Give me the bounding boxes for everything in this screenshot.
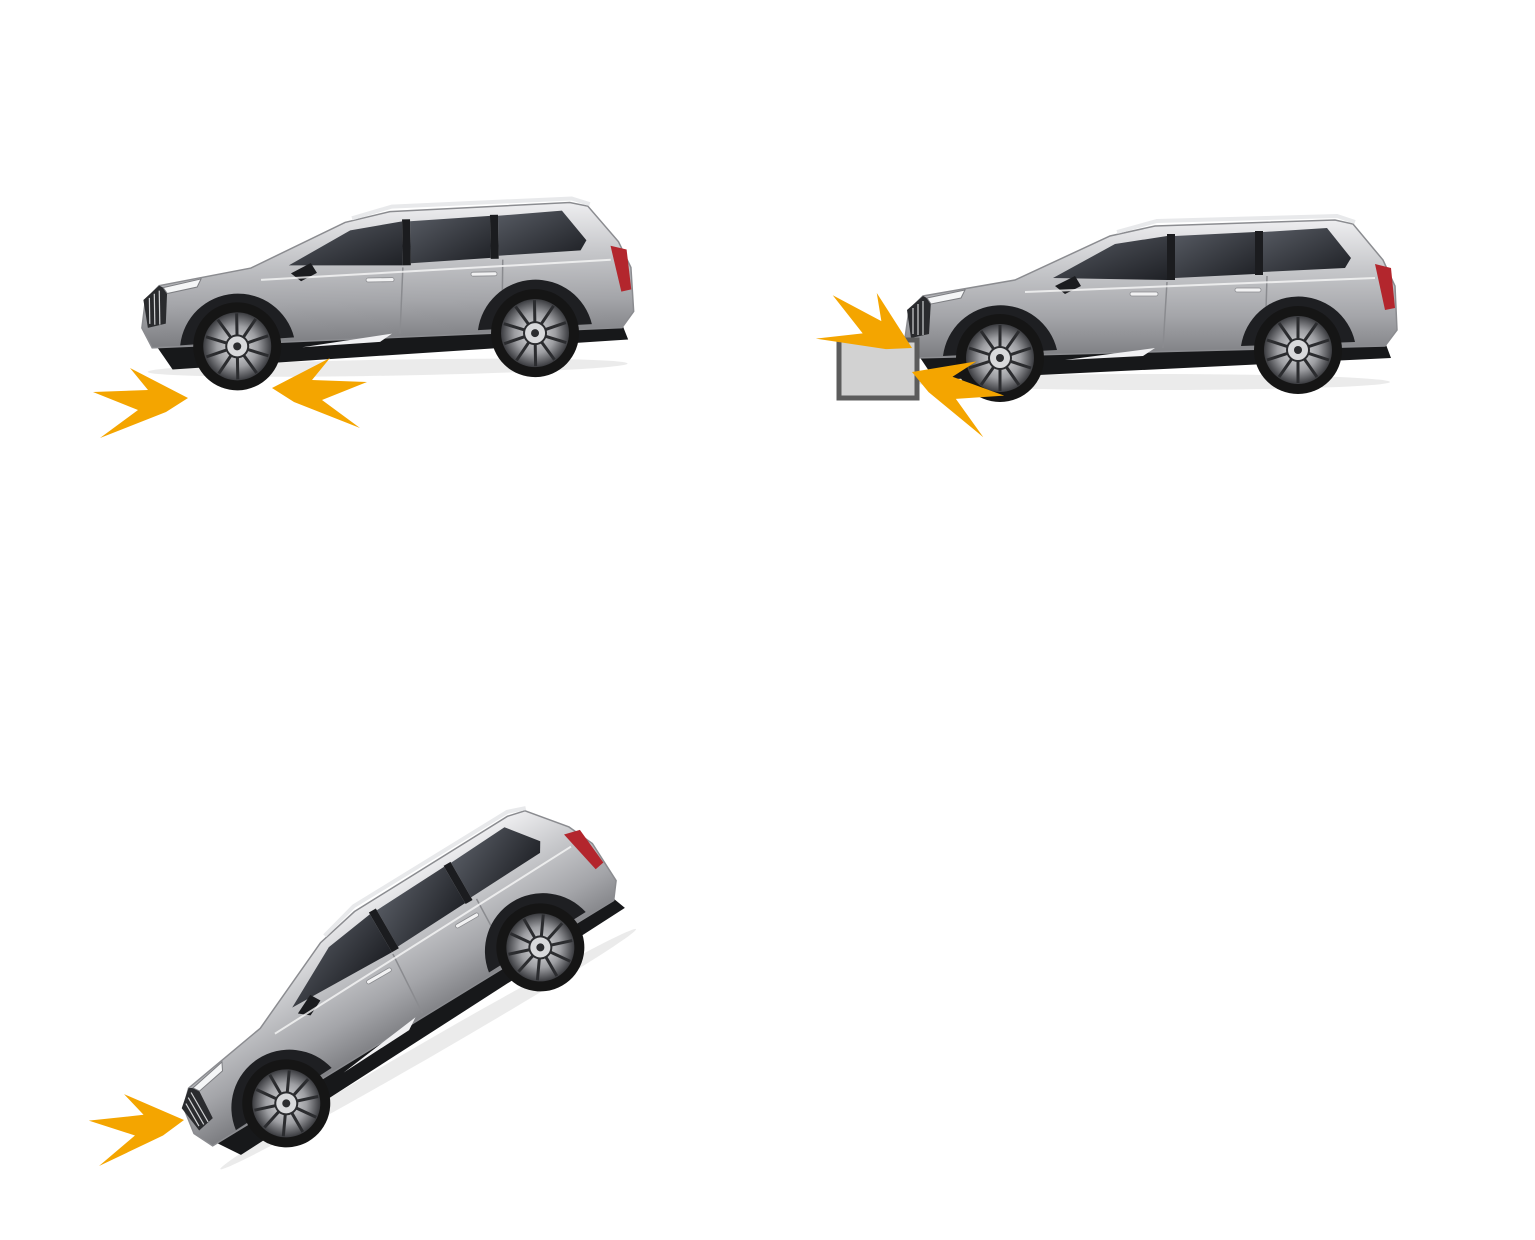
impact-icon (93, 368, 188, 438)
incline-front-scrape-illustration (87, 740, 610, 1180)
suv-icon (905, 216, 1397, 402)
front-collision-illustration (809, 200, 1440, 440)
impact-icon (87, 1090, 187, 1167)
obstacle-icon (836, 337, 920, 401)
suv-icon (133, 782, 652, 1189)
suv-icon (140, 197, 635, 392)
panel-wheel-scrape (60, 180, 680, 480)
panel-incline-front-scrape (50, 740, 610, 1180)
wheel-scrape-illustration (93, 180, 680, 438)
panel-front-collision (800, 200, 1440, 490)
